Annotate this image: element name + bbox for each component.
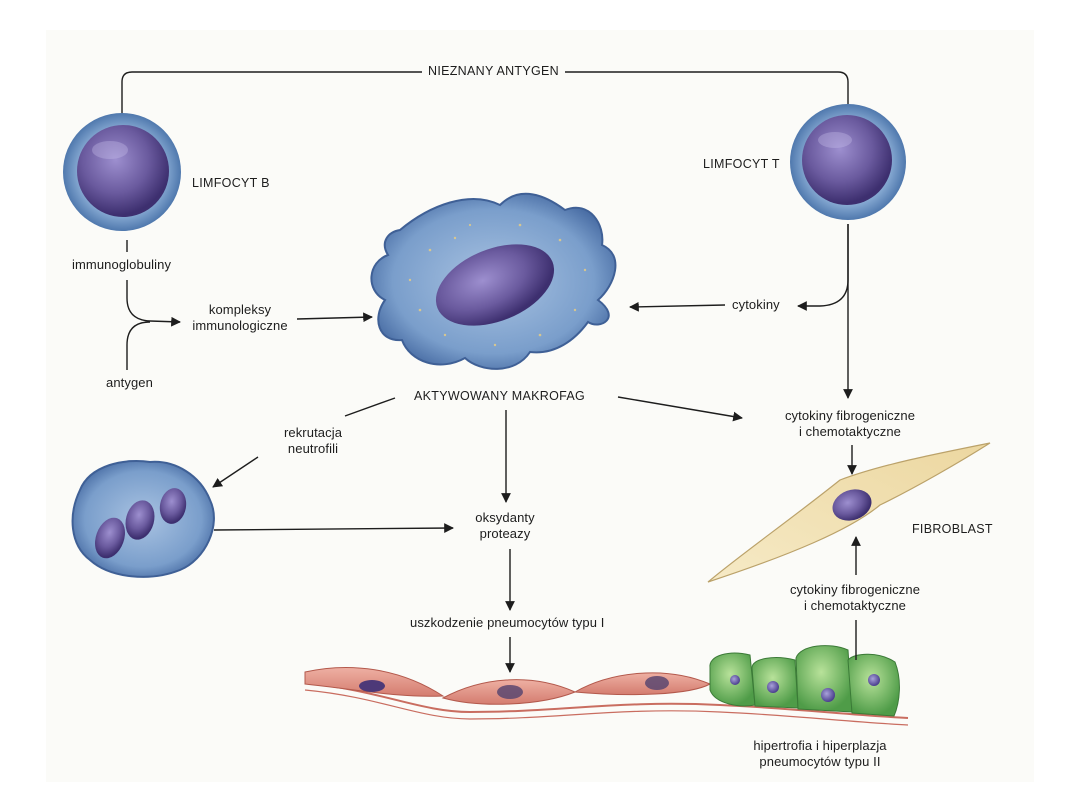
fibrogenic-bottom-line-2: i chemotaktyczne	[803, 598, 907, 613]
t-lymphocyte-label: LIMFOCYT T	[703, 157, 780, 171]
t-cell-to-cytokines-arrow	[797, 224, 849, 311]
neutrophil-recruitment-line-2: neutrofili	[287, 441, 339, 456]
oxidants-line: oksydanty	[475, 510, 535, 525]
fibroblast-cell	[707, 442, 991, 583]
neutrophil-cell	[71, 459, 215, 578]
immune-complexes-line-1: kompleksy	[208, 302, 272, 317]
immunoglobulins-curve	[126, 280, 181, 327]
connectors	[126, 224, 861, 673]
immune-complexes-line-2: immunologiczne	[192, 318, 288, 333]
hypertrophy-line-2: pneumocytów typu II	[759, 754, 881, 769]
fibroblast-label: FIBROBLAST	[912, 522, 993, 536]
activated-macrophage-cell	[370, 192, 617, 370]
cytokines-to-macrophage-arrow	[629, 301, 726, 312]
oxidants-proteases-label: oksydanty proteazy	[460, 510, 550, 542]
neutrophil-recruitment-label: rekrutacja neutrofili	[258, 425, 368, 457]
alveolar-epithelium	[304, 645, 909, 726]
fibrogenic-cytokines-top-label: cytokiny fibrogeniczne i chemotaktyczne	[765, 408, 935, 440]
unknown-antigen-label: NIEZNANY ANTYGEN	[422, 63, 565, 79]
antigen-curve	[126, 321, 151, 370]
complexes-to-macrophage-arrow	[296, 312, 373, 323]
fibrogenic-bottom-line-1: cytokiny fibrogeniczne	[789, 582, 921, 597]
neutrophil-to-oxidants-arrow	[213, 523, 454, 533]
b-lymphocyte-cell	[63, 113, 181, 231]
activated-macrophage-label: AKTYWOWANY MAKROFAG	[414, 389, 585, 403]
antigen-label: antygen	[106, 375, 153, 390]
immune-complexes-label: kompleksy immunologiczne	[180, 302, 300, 334]
immunoglobulins-label: immunoglobuliny	[72, 257, 172, 272]
fibrogenic-top-line-1: cytokiny fibrogeniczne	[784, 408, 916, 423]
fibrogenic-top-line-2: i chemotaktyczne	[798, 424, 902, 439]
fibrogenic-cytokines-bottom-label: cytokiny fibrogeniczne i chemotaktyczne	[770, 582, 940, 614]
hypertrophy-line-1: hipertrofia i hiperplazja	[753, 738, 887, 753]
neutrophil-recruitment-line-1: rekrutacja	[283, 425, 343, 440]
cytokines-label: cytokiny	[732, 297, 780, 312]
macrophage-to-recruitment-line	[344, 397, 396, 417]
b-lymphocyte-label: LIMFOCYT B	[192, 176, 270, 190]
t-lymphocyte-cell	[790, 104, 906, 220]
type2-hypertrophy-label: hipertrofia i hiperplazja pneumocytów ty…	[740, 738, 900, 770]
recruitment-to-neutrophil-arrow	[212, 456, 259, 488]
macrophage-to-fibrogenic-arrow	[617, 396, 743, 422]
type1-damage-label: uszkodzenie pneumocytów typu I	[410, 615, 605, 630]
proteases-line: proteazy	[479, 526, 531, 541]
